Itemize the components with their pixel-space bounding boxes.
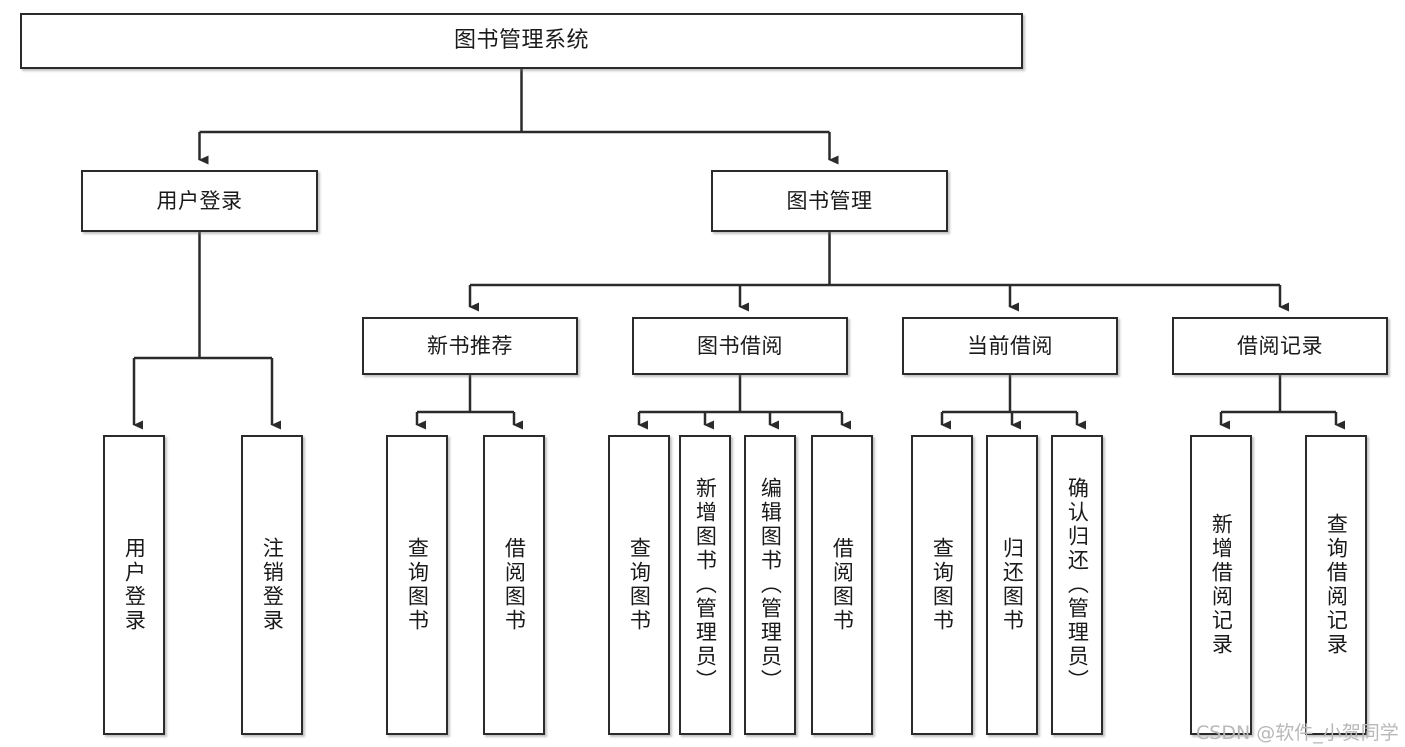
node-leaf-return-book[interactable]: 归还图书	[986, 435, 1038, 735]
node-root[interactable]: 图书管理系统	[20, 13, 1023, 69]
node-label-leaf-borrow-book: 借阅图书	[830, 537, 855, 633]
node-borrow-record[interactable]: 借阅记录	[1172, 317, 1388, 375]
node-leaf-logout[interactable]: 注销登录	[241, 435, 303, 735]
node-label-current-borrow: 当前借阅	[967, 333, 1053, 358]
node-label-leaf-query-book-rec: 查询图书	[405, 537, 430, 633]
node-label-root: 图书管理系统	[453, 28, 589, 54]
node-book-manage[interactable]: 图书管理	[711, 170, 948, 232]
node-leaf-user-login[interactable]: 用户登录	[103, 435, 165, 735]
node-label-leaf-query-book-current: 查询图书	[930, 537, 955, 633]
node-label-book-borrow: 图书借阅	[697, 333, 783, 358]
node-label-new-book-recommend: 新书推荐	[427, 333, 513, 358]
node-user-login[interactable]: 用户登录	[81, 170, 318, 232]
node-leaf-add-book[interactable]: 新增图书（管理员）	[679, 435, 731, 735]
node-leaf-borrow-book-rec[interactable]: 借阅图书	[483, 435, 545, 735]
node-label-book-manage: 图书管理	[786, 188, 873, 213]
node-leaf-query-book-rec[interactable]: 查询图书	[386, 435, 448, 735]
node-label-leaf-query-record: 查询借阅记录	[1324, 513, 1349, 657]
node-leaf-edit-book[interactable]: 编辑图书（管理员）	[744, 435, 796, 735]
node-label-leaf-return-book: 归还图书	[1000, 537, 1025, 633]
node-label-leaf-confirm-return: 确认归还（管理员）	[1065, 477, 1090, 693]
node-label-leaf-add-record: 新增借阅记录	[1209, 513, 1234, 657]
node-leaf-add-record[interactable]: 新增借阅记录	[1190, 435, 1252, 735]
node-label-leaf-logout: 注销登录	[260, 537, 285, 633]
node-label-leaf-edit-book: 编辑图书（管理员）	[758, 477, 783, 693]
node-leaf-query-record[interactable]: 查询借阅记录	[1305, 435, 1367, 735]
node-leaf-query-book-borrow[interactable]: 查询图书	[608, 435, 670, 735]
node-label-leaf-query-book-borrow: 查询图书	[627, 537, 652, 633]
csdn-watermark: CSDN @软件_小贺同学	[1196, 722, 1399, 744]
node-label-leaf-add-book: 新增图书（管理员）	[693, 477, 718, 693]
node-label-user-login: 用户登录	[156, 188, 243, 213]
node-leaf-borrow-book[interactable]: 借阅图书	[811, 435, 873, 735]
node-new-book-recommend[interactable]: 新书推荐	[362, 317, 578, 375]
node-label-leaf-user-login: 用户登录	[122, 537, 147, 633]
node-label-leaf-borrow-book-rec: 借阅图书	[502, 537, 527, 633]
node-leaf-confirm-return[interactable]: 确认归还（管理员）	[1051, 435, 1103, 735]
node-leaf-query-book-current[interactable]: 查询图书	[911, 435, 973, 735]
node-book-borrow[interactable]: 图书借阅	[632, 317, 848, 375]
node-current-borrow[interactable]: 当前借阅	[902, 317, 1118, 375]
node-label-borrow-record: 借阅记录	[1237, 333, 1323, 358]
